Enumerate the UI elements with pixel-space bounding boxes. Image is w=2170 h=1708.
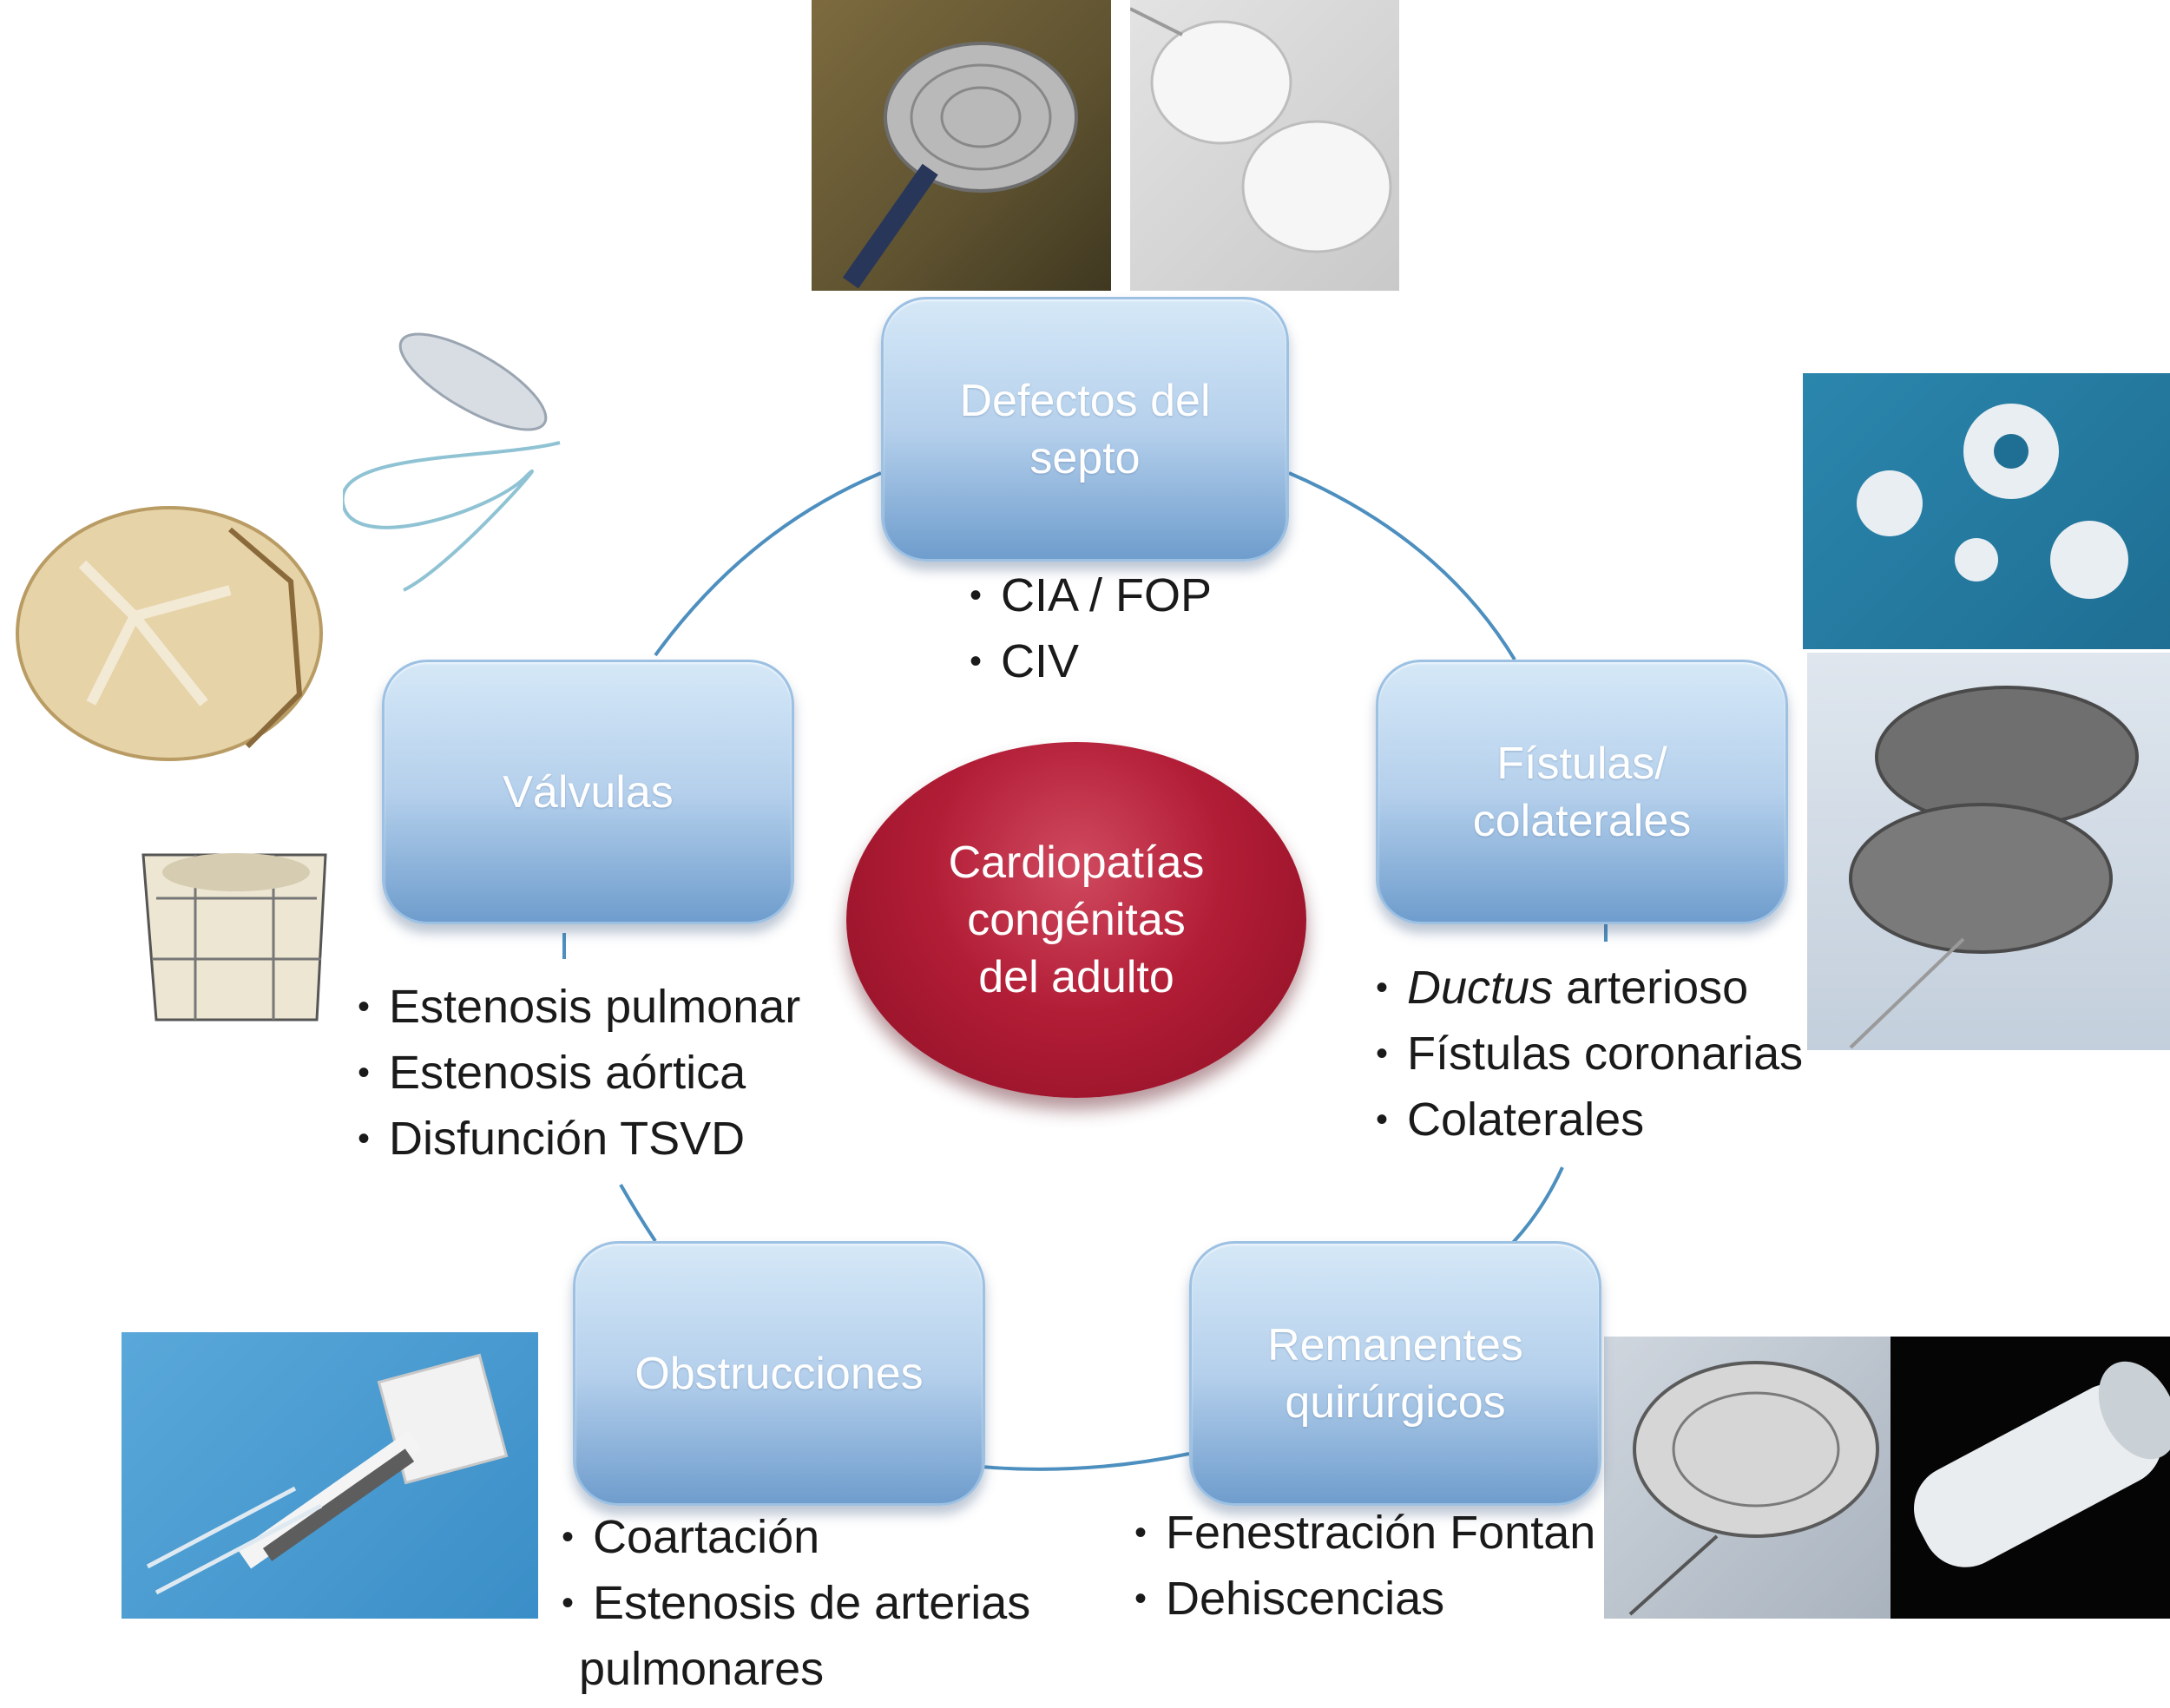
surgical-remnants-list: Fenestración Fontan Dehiscencias bbox=[1133, 1500, 1595, 1632]
list-item: Disfunción TSVD bbox=[356, 1106, 800, 1172]
node-septal-defects: Defectos del septo bbox=[881, 297, 1289, 562]
ring-arc-obstructions-remnants bbox=[981, 1454, 1189, 1469]
list-item: CIV bbox=[968, 628, 1212, 694]
list-item: Ductus arterioso bbox=[1374, 955, 1803, 1021]
list-item: CIA / FOP bbox=[968, 562, 1212, 628]
ring-arc-fistulas-remnants bbox=[1506, 1167, 1562, 1250]
covered-stent-tube-photo bbox=[1891, 1337, 2170, 1619]
node-fistulas-title: Fístulas/ colaterales bbox=[1473, 735, 1691, 850]
center-node: Cardiopatías congénitas del adulto bbox=[846, 742, 1306, 1098]
node-obstructions-title: Obstrucciones bbox=[635, 1345, 923, 1403]
list-item: Estenosis de arterias bbox=[560, 1570, 1030, 1636]
list-item: Estenosis pulmonar bbox=[356, 974, 800, 1040]
list-item-text: arterioso bbox=[1553, 962, 1748, 1014]
list-item: Dehiscencias bbox=[1133, 1566, 1595, 1632]
ring-arc-valves-septum bbox=[655, 473, 881, 655]
node-surgical-remnants-title: Remanentes quirúrgicos bbox=[1267, 1317, 1523, 1431]
list-item: Colaterales bbox=[1374, 1087, 1803, 1153]
center-node-title: Cardiopatías congénitas del adulto bbox=[949, 834, 1205, 1006]
node-valves-title: Válvulas bbox=[503, 764, 674, 821]
node-obstructions: Obstrucciones bbox=[573, 1241, 985, 1506]
vascular-plug-photo bbox=[1807, 653, 2170, 1050]
ring-arc-septum-fistulas bbox=[1289, 473, 1515, 660]
node-septal-defects-title: Defectos del septo bbox=[959, 372, 1210, 487]
stented-valve-photo bbox=[4, 486, 343, 772]
transcatheter-valve-frame-photo bbox=[108, 803, 365, 1068]
node-fistulas: Fístulas/ colaterales bbox=[1376, 660, 1788, 924]
balloon-catheter-photo bbox=[317, 304, 577, 616]
covered-stents-photo bbox=[122, 1332, 538, 1619]
fistulas-list: Ductus arterioso Fístulas coronarias Col… bbox=[1374, 955, 1803, 1153]
ring-arc-valves-obstructions bbox=[621, 1185, 655, 1241]
occluder-umbrella-photo bbox=[1604, 1337, 1891, 1619]
node-surgical-remnants: Remanentes quirúrgicos bbox=[1189, 1241, 1601, 1506]
list-item-italic: Ductus bbox=[1407, 962, 1553, 1014]
valves-list: Estenosis pulmonar Estenosis aórtica Dis… bbox=[356, 974, 800, 1172]
embolization-coils-photo bbox=[1803, 373, 2170, 649]
list-item: Fenestración Fontan bbox=[1133, 1500, 1595, 1566]
septal-defects-list: CIA / FOP CIV bbox=[968, 562, 1212, 694]
septal-occluder-disc-photo bbox=[812, 0, 1111, 291]
obstructions-list: Coartación Estenosis de arterias pulmona… bbox=[560, 1504, 1030, 1702]
node-valves: Válvulas bbox=[382, 660, 794, 924]
list-item-continuation: pulmonares bbox=[560, 1636, 1030, 1702]
list-item: Fístulas coronarias bbox=[1374, 1021, 1803, 1087]
list-item: Estenosis aórtica bbox=[356, 1040, 800, 1106]
list-item: Coartación bbox=[560, 1504, 1030, 1570]
septal-occluder-fabric-photo bbox=[1130, 0, 1399, 291]
